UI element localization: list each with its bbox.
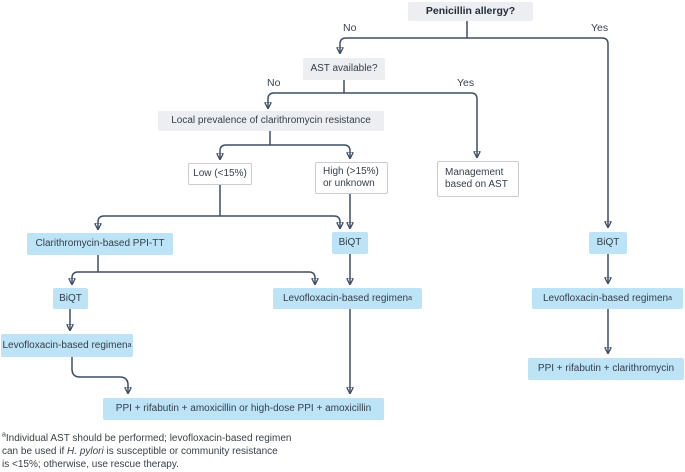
branch-label-yes-1: Yes <box>591 22 609 34</box>
connector-ast-yes <box>344 92 477 157</box>
node-biqt-left-label: BiQT <box>59 292 82 304</box>
branch-label-no-1: No <box>343 22 357 34</box>
footnote-line-2: can be used if H. pylori is susceptible … <box>2 445 342 458</box>
footnote-species-italic: H. pylori <box>67 446 104 458</box>
node-ppi-rifabutin-clarithromycin-label: PPI + rifabutin + clarithromycin <box>537 363 675 374</box>
branch-label-no-2: No <box>267 77 281 89</box>
node-biqt-mid: BiQT <box>332 232 368 254</box>
connector-low-to-biqt <box>220 215 340 228</box>
footnote-line-2-text-after: is susceptible or community resistance <box>103 446 278 458</box>
footnote-line-2-text: can be used if <box>2 446 68 458</box>
connector-low-to-ppitt <box>98 215 220 229</box>
node-ppi-rifabutin-clarithromycin: PPI + rifabutin + clarithromycin <box>528 358 684 380</box>
connector-prevalence-high <box>270 144 350 158</box>
footnote: aIndividual AST should be performed; lev… <box>2 432 342 472</box>
connector-ast-no <box>268 92 344 108</box>
node-ppi-rifabutin-amoxicillin-label: PPI + rifabutin + amoxicillin or high-do… <box>115 403 372 414</box>
node-management-ast: Management based on AST <box>437 161 519 197</box>
node-levofloxacin-left-label: Levofloxacin-based regimen <box>2 339 128 351</box>
node-penicillin-allergy-label: Penicillin allergy? <box>425 5 516 18</box>
node-biqt-left: BiQT <box>53 288 88 309</box>
connector-penicillin-no <box>340 37 467 53</box>
node-biqt-right-label: BiQT <box>596 237 620 248</box>
connector-penicillin-yes <box>467 37 608 227</box>
connector-ppitt-to-levo <box>98 271 315 284</box>
node-ast-available-label: AST available? <box>310 63 378 74</box>
node-levofloxacin-right-label: Levofloxacin-based regimen <box>543 292 669 304</box>
connector-ppitt-to-biqt <box>72 271 98 284</box>
node-low-resistance: Low (<15%) <box>188 163 252 185</box>
node-low-resistance-label: Low (<15%) <box>193 168 247 179</box>
connector-prevalence-low <box>220 144 270 159</box>
node-high-resistance-label: High (>15%) or unknown <box>323 166 379 189</box>
node-local-prevalence-label: Local prevalence of clarithromycin resis… <box>171 115 371 126</box>
connector-levo-left-to-rescue <box>71 357 128 393</box>
node-management-ast-label: Management based on AST <box>445 167 508 190</box>
footnote-line-1: aIndividual AST should be performed; lev… <box>2 432 342 445</box>
node-biqt-right: BiQT <box>589 232 627 254</box>
node-clarithromycin-ppitt: Clarithromycin-based PPI-TT <box>27 233 173 255</box>
node-ast-available: AST available? <box>303 58 385 80</box>
footnote-line-3: is <15%; otherwise, use rescue therapy. <box>2 459 179 471</box>
node-local-prevalence: Local prevalence of clarithromycin resis… <box>158 111 384 131</box>
node-high-resistance: High (>15%) or unknown <box>315 162 388 194</box>
node-ppi-rifabutin-amoxicillin: PPI + rifabutin + amoxicillin or high-do… <box>103 398 384 420</box>
node-biqt-mid-label: BiQT <box>338 237 362 248</box>
footnote-sup: a <box>2 431 6 439</box>
node-clarithromycin-ppitt-label: Clarithromycin-based PPI-TT <box>35 238 165 249</box>
footnote-line-1-text: Individual AST should be performed; levo… <box>5 433 292 444</box>
branch-label-yes-2: Yes <box>457 77 475 89</box>
node-penicillin-allergy: Penicillin allergy? <box>408 2 533 21</box>
node-levofloxacin-mid-label: Levofloxacin-based regimen <box>283 292 409 304</box>
